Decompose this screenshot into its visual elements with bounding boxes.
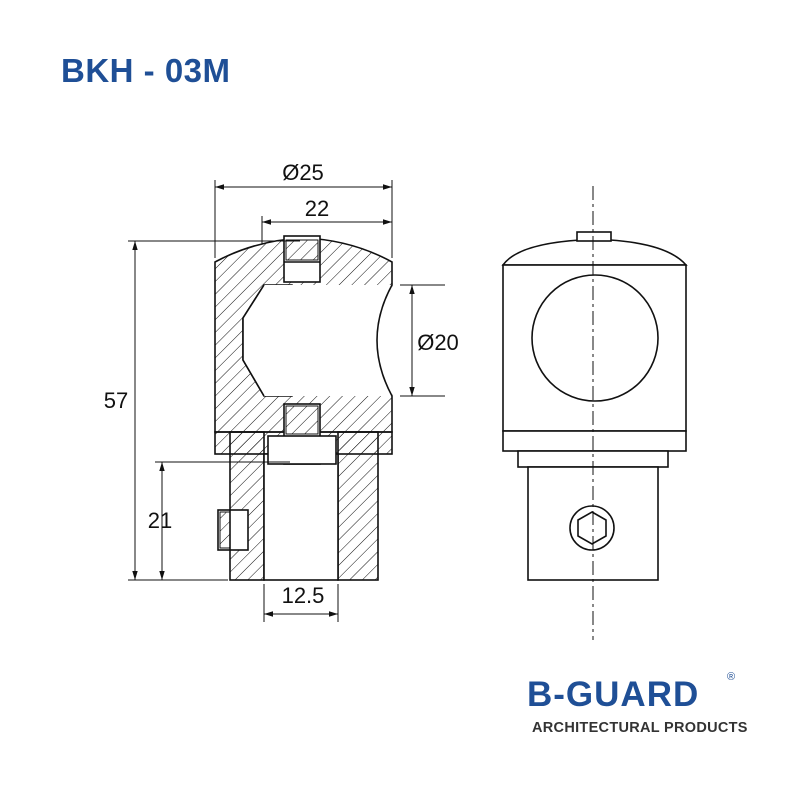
logo-name: B-GUARD xyxy=(527,675,699,714)
side-view-tube-hole xyxy=(531,274,659,402)
side-view xyxy=(501,231,688,581)
tube-seat-cutout xyxy=(243,285,392,396)
dim-outer-diameter: Ø25 xyxy=(282,160,324,185)
logo-tagline: ARCHITECTURAL PRODUCTS xyxy=(532,720,748,736)
dim-tube-diameter: Ø20 xyxy=(417,330,459,355)
logo-registered: ® xyxy=(727,671,735,683)
brand-logo: B-GUARD ® ARCHITECTURAL PRODUCTS xyxy=(527,671,748,736)
product-title: BKH - 03M xyxy=(61,52,231,89)
side-view-top-screw xyxy=(576,231,612,242)
dim-lower-height: 21 xyxy=(148,508,172,533)
side-view-dome xyxy=(501,239,688,266)
side-view-collar xyxy=(502,430,687,452)
hex-screw-icon xyxy=(569,505,615,551)
dim-total-height: 57 xyxy=(104,388,128,413)
dim-inner-width: 22 xyxy=(305,196,329,221)
bore xyxy=(263,453,339,581)
dim-bore-width: 12.5 xyxy=(282,583,325,608)
